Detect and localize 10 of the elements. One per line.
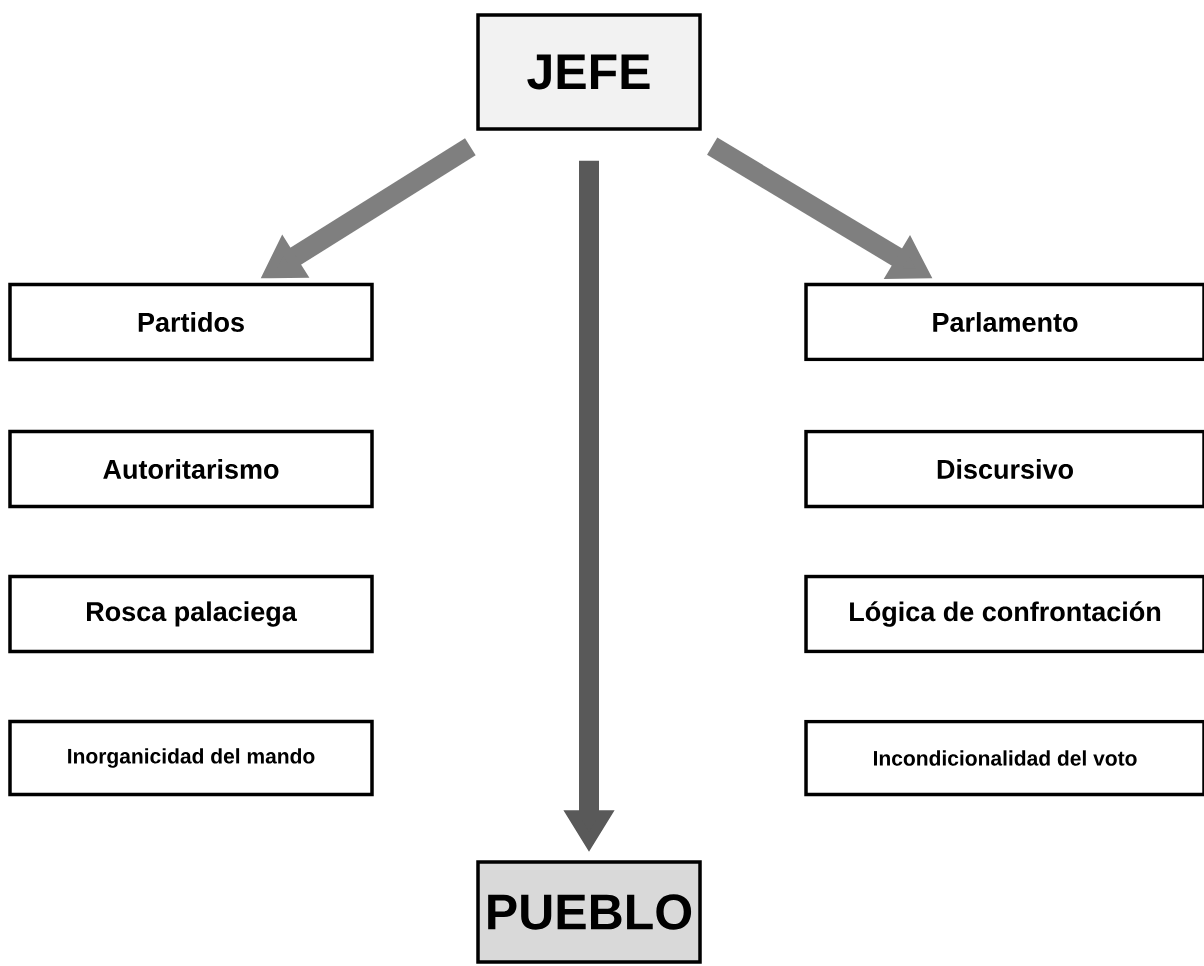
- concept-box: Incondicionalidad del voto: [804, 719, 1204, 797]
- concept-box: Parlamento: [804, 282, 1204, 362]
- concept-box: Autoritarismo: [8, 429, 374, 509]
- title-box: JEFE: [476, 13, 702, 131]
- concept-box: Lógica de confrontación: [804, 574, 1204, 654]
- concept-box: Inorganicidad del mando: [8, 719, 374, 797]
- concept-box: Partidos: [8, 282, 374, 362]
- title-box: PUEBLO: [476, 860, 702, 964]
- concept-box: Discursivo: [804, 429, 1204, 509]
- concept-box: Rosca palaciega: [8, 574, 374, 654]
